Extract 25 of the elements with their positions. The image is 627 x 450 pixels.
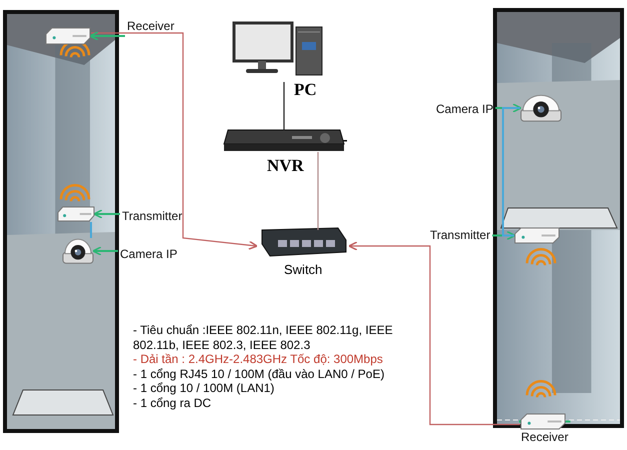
leader-line (89, 31, 125, 41)
leader-line (495, 103, 522, 113)
connector (348, 241, 520, 426)
cable-line (90, 222, 92, 238)
spec-line: - Dải tần : 2.4GHz-2.483GHz Tốc độ: 300Mbps (133, 352, 384, 366)
device-label: PC (294, 80, 317, 100)
callout-label: Transmitter (430, 228, 490, 242)
leader-line (92, 246, 118, 256)
spec-line: - Tiêu chuẩn :IEEE 802.11n, IEEE 802.11g, IEEE 802.11b, IEEE 802.3, IEEE 802.3 (133, 323, 394, 352)
callout-label: Camera IP (436, 102, 494, 116)
device-label: Switch (284, 262, 322, 277)
callout-label: Receiver (521, 430, 568, 444)
connector (91, 32, 258, 250)
cable-line (502, 107, 520, 236)
callout-label: Transmitter (122, 209, 182, 223)
callout-label: Camera IP (120, 247, 178, 261)
connector (283, 82, 285, 130)
leader-line (93, 209, 120, 219)
spec-line: - 1 cổng RJ45 10 / 100M (đầu vào LAN0 / PoE) (133, 366, 386, 381)
spec-line: - 1 cổng ra DC (133, 396, 212, 410)
connector (317, 152, 319, 230)
device-label: NVR (267, 156, 304, 176)
callout-label: Receiver (127, 19, 174, 33)
leader-line (492, 230, 516, 240)
spec-line: - 1 cổng 10 / 100M (LAN1) (133, 381, 276, 396)
